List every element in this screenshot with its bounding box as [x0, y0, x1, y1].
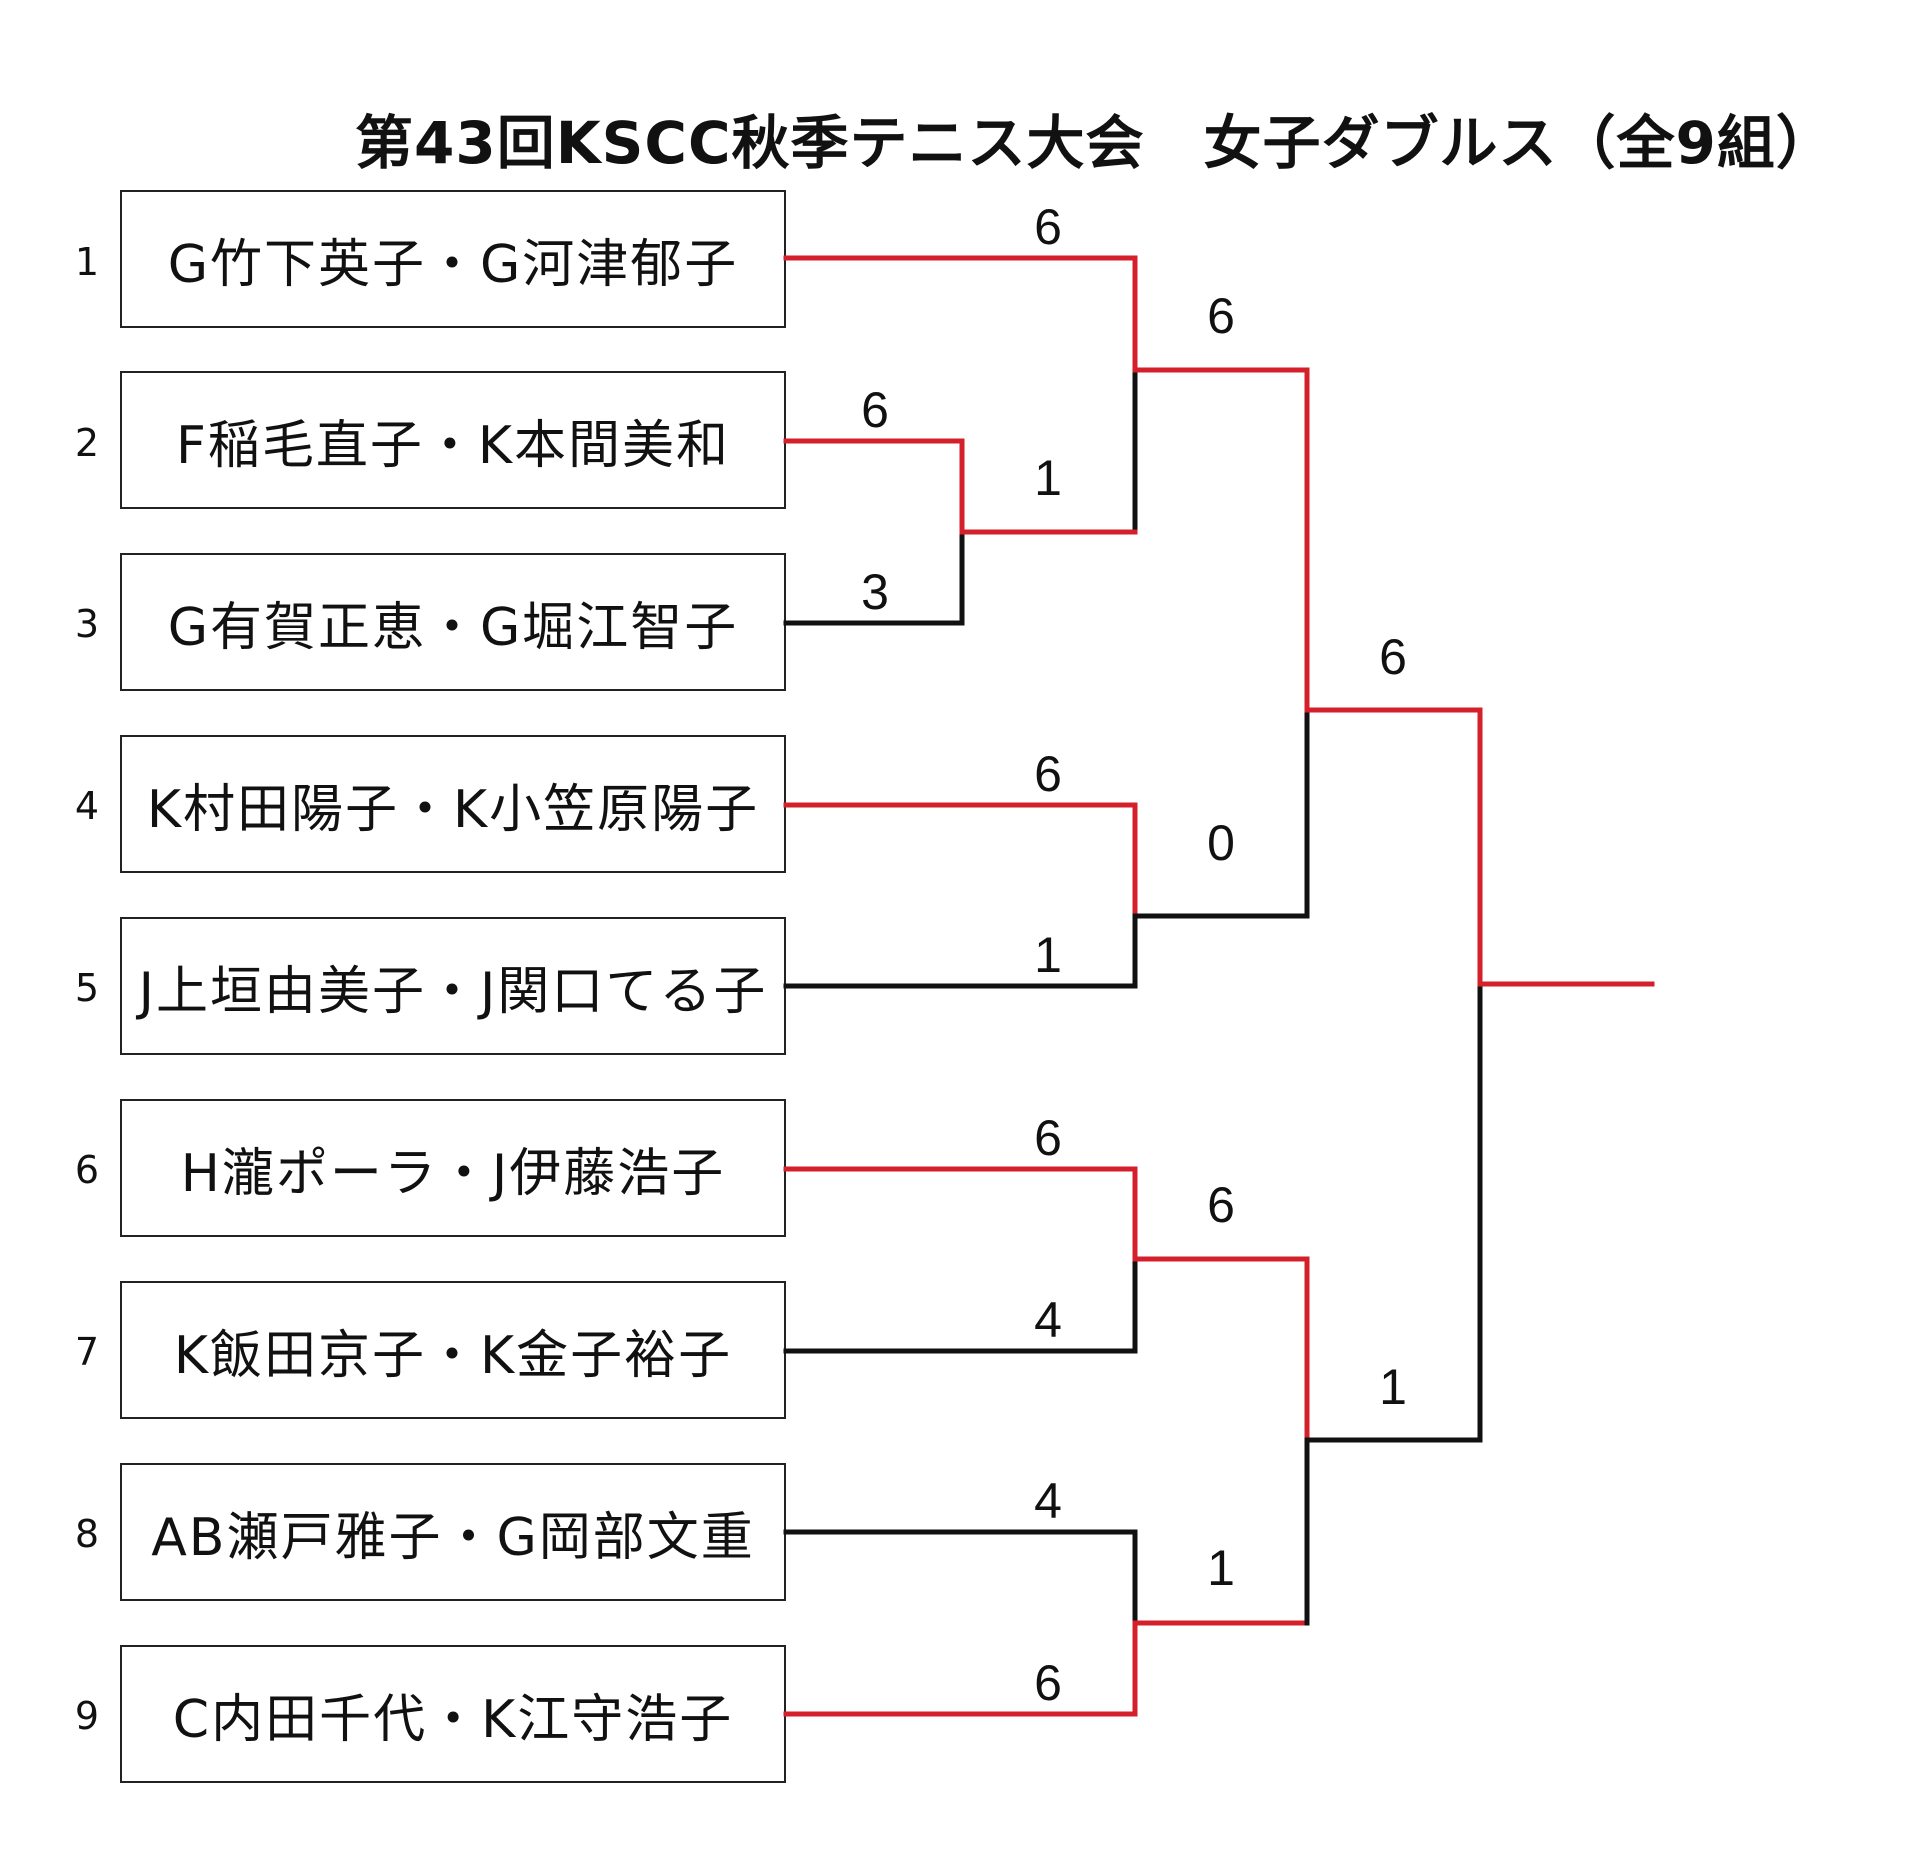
bracket-line	[783, 802, 1138, 919]
score-label: 1	[1379, 1359, 1407, 1415]
score-label: 6	[1207, 1177, 1235, 1233]
seed-number: 2	[74, 421, 100, 465]
score-label: 6	[1034, 199, 1062, 255]
score-label: 1	[1034, 450, 1062, 506]
score-label: 3	[861, 564, 889, 620]
team-name: G有賀正恵・G堀江智子	[167, 597, 739, 658]
bracket-line	[1132, 1256, 1310, 1443]
bracket-line	[783, 913, 1138, 989]
bracket-line	[783, 255, 1138, 373]
bracket-line	[783, 1166, 1138, 1262]
seed-number: 7	[74, 1330, 100, 1374]
bracket-line	[783, 1256, 1138, 1354]
team-name: C内田千代・K江守浩子	[172, 1689, 734, 1750]
seed-number: 4	[74, 784, 100, 828]
bracket-line	[1304, 707, 1483, 987]
score-label: 4	[1034, 1473, 1062, 1529]
team-name: J上垣由美子・J関口てる子	[138, 961, 768, 1022]
seed-number: 6	[74, 1148, 100, 1192]
bracket-line	[783, 438, 965, 536]
team-name: G竹下英子・G河津郁子	[167, 234, 739, 295]
bracket-line	[783, 1620, 1138, 1717]
team-name: F稲毛直子・K本間美和	[175, 415, 730, 476]
bracket-line	[1132, 367, 1310, 713]
score-label: 4	[1034, 1292, 1062, 1348]
bracket-line	[783, 1529, 1138, 1626]
score-label: 6	[861, 382, 889, 438]
bracket-line	[783, 530, 965, 626]
team-name: K飯田京子・K金子裕子	[173, 1325, 733, 1386]
page-title: 第43回KSCC秋季テニス大会 女子ダブルス（全9組）	[355, 109, 1835, 177]
score-label: 6	[1207, 288, 1235, 344]
team-name: K村田陽子・K小笠原陽子	[146, 779, 760, 840]
seed-number: 9	[74, 1694, 100, 1738]
score-label: 1	[1207, 1540, 1235, 1596]
team-name: H瀧ポーラ・J伊藤浩子	[180, 1143, 726, 1204]
team-name: AB瀬戸雅子・G岡部文重	[151, 1507, 755, 1568]
seed-number: 8	[74, 1512, 100, 1556]
score-label: 6	[1034, 1655, 1062, 1711]
score-label: 6	[1034, 1110, 1062, 1166]
score-label: 0	[1207, 815, 1235, 871]
score-label: 1	[1034, 927, 1062, 983]
bracket-line	[1132, 707, 1310, 919]
bracket-line	[1304, 981, 1483, 1443]
score-label: 6	[1379, 629, 1407, 685]
seed-number: 5	[74, 966, 100, 1010]
seed-number: 3	[74, 602, 100, 646]
seed-number: 1	[74, 240, 100, 284]
score-label: 6	[1034, 746, 1062, 802]
